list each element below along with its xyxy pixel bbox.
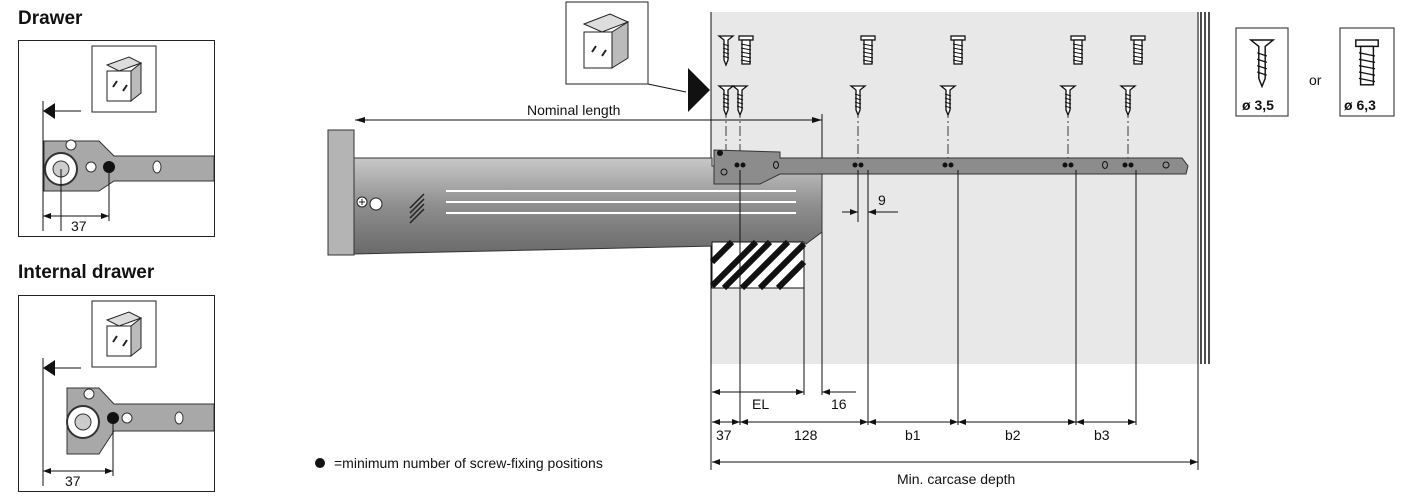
cabinet-icon <box>105 311 143 358</box>
dim-16-label: 16 <box>831 396 847 412</box>
screw-large-label: ø 6,3 <box>1344 97 1376 113</box>
cabinet-icon <box>582 13 630 69</box>
nominal-length-label: Nominal length <box>527 102 620 118</box>
dim-b3-label: b3 <box>1094 427 1110 443</box>
drawer-title: Drawer <box>18 8 83 29</box>
cabinet-icon <box>105 56 143 103</box>
runner-front-detail <box>66 387 215 455</box>
legend-text: =minimum number of screw-fixing position… <box>334 455 603 471</box>
countersunk-screw-icon <box>1248 39 1276 89</box>
internal-drawer-dim-label: 37 <box>65 473 81 489</box>
arrow-left-icon <box>43 103 55 119</box>
dim-b2-label: b2 <box>1005 427 1021 443</box>
dim-9-label: 9 <box>878 192 886 208</box>
rail-fixing-holes <box>717 150 1170 176</box>
euro-screw-icon <box>1355 39 1379 86</box>
runner-vent-slots <box>409 193 425 224</box>
dim-37-label: 37 <box>716 427 732 443</box>
drawer-front-panel <box>327 129 355 256</box>
or-label: or <box>1309 72 1322 88</box>
min-carcase-depth-label: Min. carcase depth <box>897 471 1015 487</box>
dim-el-label: EL <box>752 396 769 412</box>
internal-drawer-title: Internal drawer <box>18 262 155 283</box>
drawer-detail-drawing: 37 <box>42 45 215 234</box>
hatched-clearance-zone <box>709 239 807 291</box>
legend-dot-icon <box>315 458 325 468</box>
screw-small-label: ø 3,5 <box>1242 97 1274 113</box>
front-fixing-screws <box>356 196 383 211</box>
drawer-dim-label: 37 <box>71 218 87 234</box>
internal-drawer-detail-frame: 37 <box>18 295 215 492</box>
arrow-left-icon <box>43 360 55 376</box>
dim-b1-label: b1 <box>905 427 921 443</box>
internal-drawer-detail-drawing: 37 <box>42 300 215 489</box>
drawer-runner-body <box>353 157 823 255</box>
dim-128-label: 128 <box>794 427 818 443</box>
arrow-right-icon <box>688 68 710 112</box>
drawer-detail-frame: 37 <box>18 40 215 237</box>
